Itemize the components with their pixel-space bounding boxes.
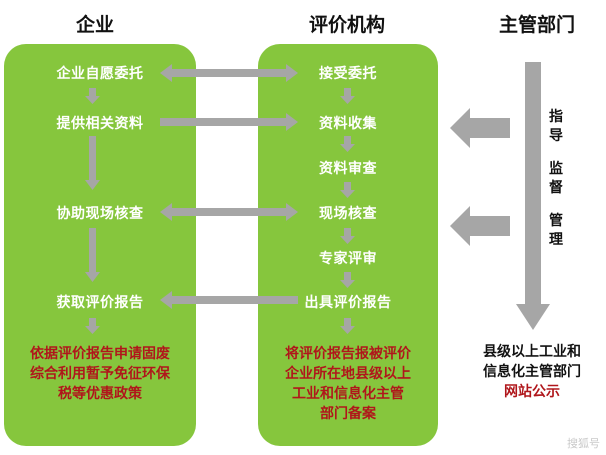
authority-role-char-6: 理 — [549, 232, 563, 248]
agency-step-site-check: 现场核查 — [319, 206, 377, 222]
agency-result-line-4: 部门备案 — [320, 406, 376, 422]
agency-step-issue-report: 出具评价报告 — [304, 295, 392, 311]
agency-step-collect-data: 资料收集 — [319, 116, 377, 132]
agency-step-review-data: 资料审查 — [319, 161, 377, 177]
agency-result-line-3: 工业和信息化主管 — [292, 386, 404, 402]
enterprise-result-line-3: 税等优惠政策 — [58, 386, 142, 402]
agency-down-arrows — [340, 88, 355, 334]
agency-result-text: 将评价报告报被评价 企业所在地县级以上 工业和信息化主管 部门备案 — [262, 344, 434, 424]
enterprise-panel — [4, 44, 196, 446]
county-website-notice: 网站公示 — [504, 384, 560, 400]
enterprise-column-title: 企业 — [75, 14, 114, 36]
authority-role-char-3: 监 — [549, 161, 563, 177]
enterprise-step-get-report: 获取评价报告 — [56, 295, 144, 311]
enterprise-result-line-2: 综合利用暂予免征环保 — [30, 366, 170, 382]
authority-role-guide: 指 导 — [546, 108, 566, 146]
county-line-1: 县级以上工业和 — [483, 344, 581, 360]
authority-left-arrows — [450, 108, 510, 246]
authority-role-manage: 管 理 — [546, 212, 566, 250]
agency-column-title: 评价机构 — [308, 14, 385, 36]
agency-step-expert-review: 专家评审 — [319, 251, 377, 267]
watermark: 搜狐号 — [567, 437, 600, 450]
agency-step-accept: 接受委托 — [319, 66, 377, 82]
authority-role-char-1: 指 — [549, 109, 563, 125]
agency-panel — [258, 44, 438, 446]
authority-role-char-5: 管 — [549, 213, 563, 229]
county-line-2: 信息化主管部门 — [483, 364, 581, 380]
authority-role-char-2: 导 — [549, 128, 563, 144]
authority-role-supervise: 监 督 — [546, 160, 566, 198]
enterprise-step-assist-site-check: 协助现场核查 — [56, 206, 144, 222]
county-authority-text: 县级以上工业和 信息化主管部门 网站公示 — [462, 342, 602, 402]
enterprise-step-provide-data: 提供相关资料 — [56, 116, 144, 132]
enterprise-step-entrust: 企业自愿委托 — [56, 66, 144, 82]
authority-down-arrow — [516, 62, 550, 330]
agency-result-line-2: 企业所在地县级以上 — [285, 366, 411, 382]
agency-result-line-1: 将评价报告报被评价 — [285, 346, 411, 362]
enterprise-down-arrows — [85, 88, 100, 334]
enterprise-result-text: 依据评价报告申请固废 综合利用暂予免征环保 税等优惠政策 — [8, 344, 192, 404]
authority-role-char-4: 督 — [549, 180, 563, 196]
enterprise-result-line-1: 依据评价报告申请固废 — [30, 346, 170, 362]
authority-column-title: 主管部门 — [498, 14, 575, 36]
horizontal-arrows — [160, 64, 298, 309]
